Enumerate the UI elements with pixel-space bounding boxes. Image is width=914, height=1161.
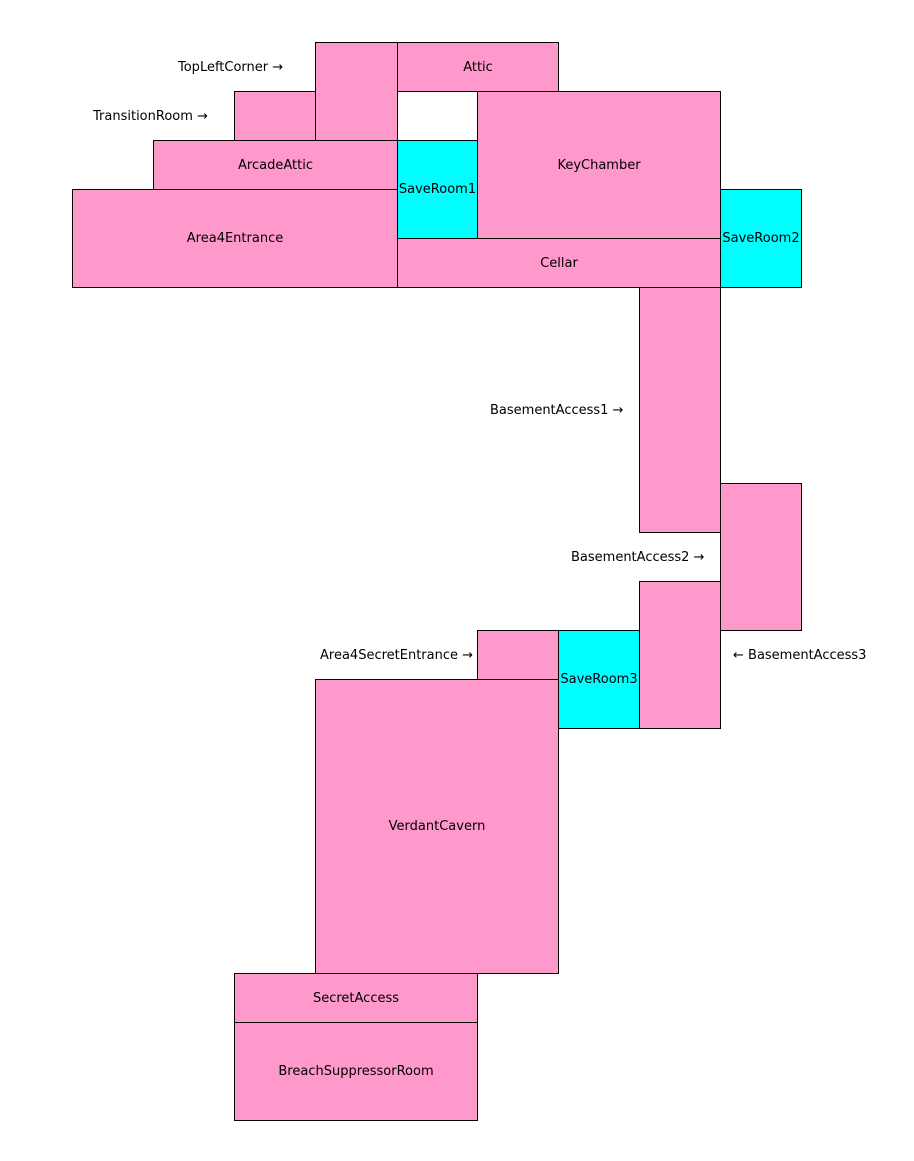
room-attic[interactable]: Attic xyxy=(397,42,559,92)
room-label: SaveRoom3 xyxy=(560,672,638,687)
room-label: SaveRoom2 xyxy=(722,231,800,246)
callout-area4-secret-entrance: Area4SecretEntrance → xyxy=(320,648,474,663)
room-arcade-attic[interactable]: ArcadeAttic xyxy=(153,140,398,190)
room-save-room-1[interactable]: SaveRoom1 xyxy=(397,140,478,239)
room-label: VerdantCavern xyxy=(388,819,486,834)
room-area4-secret-entrance[interactable] xyxy=(477,630,559,680)
room-cellar[interactable]: Cellar xyxy=(397,238,721,288)
room-transition-room[interactable] xyxy=(234,91,316,141)
room-label: Attic xyxy=(463,59,493,75)
room-label: KeyChamber xyxy=(557,157,641,173)
room-basement-access-3[interactable] xyxy=(639,581,721,729)
room-label: Area4Entrance xyxy=(186,231,284,246)
room-area4-entrance[interactable]: Area4Entrance xyxy=(72,189,398,288)
callout-basement-access-3: ← BasementAccess3 xyxy=(733,648,867,663)
room-breach-suppressor-room[interactable]: BreachSuppressorRoom xyxy=(234,1022,478,1121)
room-top-left-corner[interactable] xyxy=(315,42,398,141)
room-save-room-3[interactable]: SaveRoom3 xyxy=(558,630,640,729)
room-save-room-2[interactable]: SaveRoom2 xyxy=(720,189,802,288)
room-label: BreachSuppressorRoom xyxy=(278,1064,434,1079)
room-label: SecretAccess xyxy=(312,990,400,1006)
callout-transition-room: TransitionRoom → xyxy=(93,109,208,124)
room-verdant-cavern[interactable]: VerdantCavern xyxy=(315,679,559,974)
callout-basement-access-2: BasementAccess2 → xyxy=(571,550,705,565)
room-basement-access-2[interactable] xyxy=(720,483,802,631)
room-basement-access-1[interactable] xyxy=(639,287,721,533)
room-label: ArcadeAttic xyxy=(238,157,313,173)
room-secret-access[interactable]: SecretAccess xyxy=(234,973,478,1023)
room-label: SaveRoom1 xyxy=(398,182,477,197)
room-label: Cellar xyxy=(540,255,578,271)
callout-top-left-corner: TopLeftCorner → xyxy=(178,60,284,75)
callout-basement-access-1: BasementAccess1 → xyxy=(490,403,624,418)
room-key-chamber[interactable]: KeyChamber xyxy=(477,91,721,239)
